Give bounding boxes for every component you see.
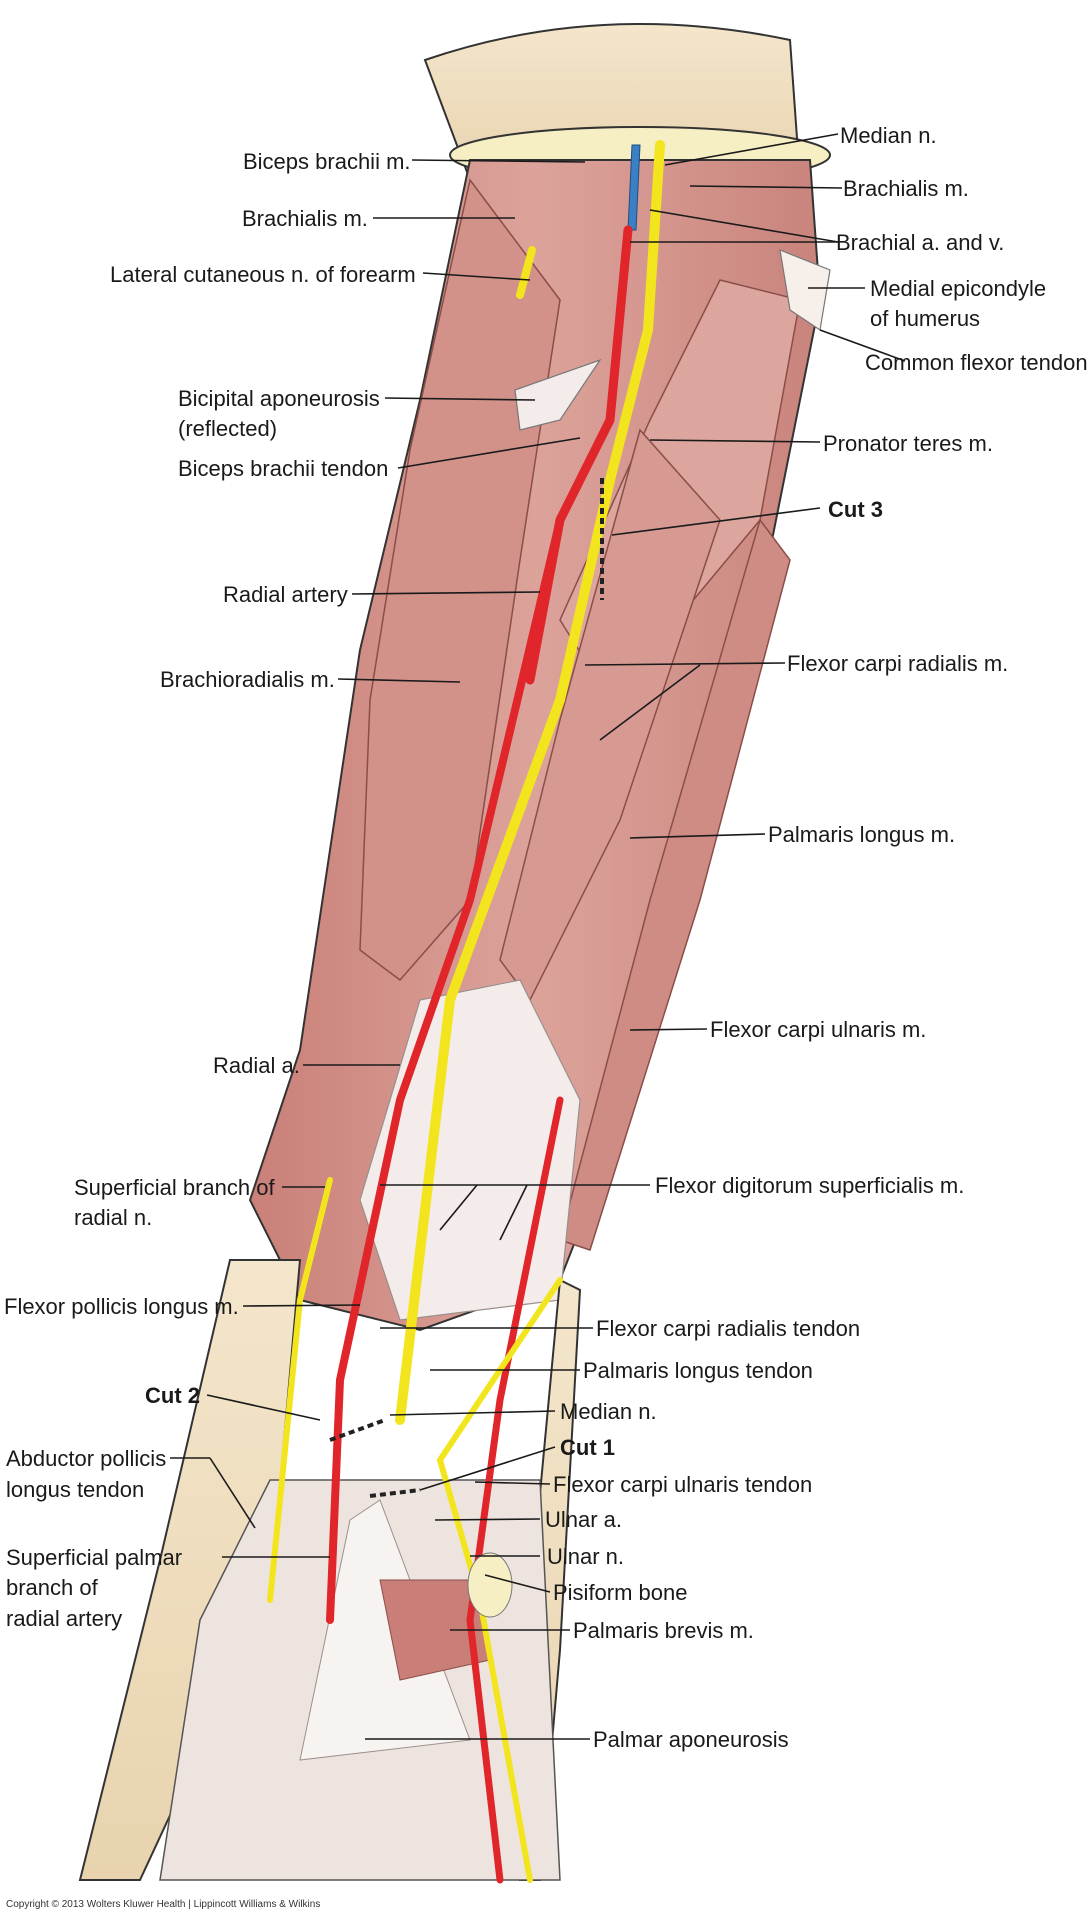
copyright-notice: Copyright © 2013 Wolters Kluwer Health |…	[6, 1899, 320, 1910]
label-medial-epicondyle-2: of humerus	[870, 306, 980, 331]
label-palmaris-longus-tendon: Palmaris longus tendon	[583, 1358, 813, 1383]
cut-1-mark	[369, 1488, 421, 1498]
palmar-aponeurosis-shape	[299, 1499, 471, 1761]
label-pronator-teres: Pronator teres m.	[823, 431, 993, 456]
label-brachial-a-v: Brachial a. and v.	[836, 230, 1004, 255]
superficial-radial-nerve	[267, 1177, 333, 1603]
bicipital-aponeurosis	[514, 358, 602, 431]
label-brachioradialis: Brachioradialis m.	[160, 667, 335, 692]
label-pisiform: Pisiform bone	[553, 1580, 688, 1605]
label-palmaris-brevis: Palmaris brevis m.	[573, 1618, 754, 1643]
label-spb-1: Superficial palmar	[6, 1545, 182, 1570]
label-ulnar-a: Ulnar a.	[545, 1507, 622, 1532]
label-fpl: Flexor pollicis longus m.	[4, 1294, 239, 1319]
label-radial-a: Radial a.	[213, 1053, 300, 1078]
label-flexor-carpi-radialis-m: Flexor carpi radialis m.	[787, 651, 1008, 676]
label-common-flexor-tendon: Common flexor tendon	[865, 350, 1088, 375]
label-spb-2: branch of	[6, 1575, 99, 1600]
label-cut-3: Cut 3	[828, 497, 883, 522]
brachial-vein	[627, 144, 641, 231]
label-biceps-brachii-m: Biceps brachii m.	[243, 149, 411, 174]
label-medial-epicondyle-1: Medial epicondyle	[870, 276, 1046, 301]
label-fcr-tendon: Flexor carpi radialis tendon	[596, 1316, 860, 1341]
label-brachialis-m-right: Brachialis m.	[843, 176, 969, 201]
pisiform-shape	[467, 1552, 513, 1618]
leader-lines	[170, 133, 906, 1740]
label-bicipital-aponeurosis-1: Bicipital aponeurosis	[178, 386, 380, 411]
median-nerve-vessel	[395, 140, 665, 1425]
label-apl-2: longus tendon	[6, 1477, 144, 1502]
wrist-skin-left	[78, 1259, 302, 1881]
flexor-carpi-ulnaris-muscle	[559, 518, 791, 1251]
label-ulnar-n: Ulnar n.	[547, 1544, 624, 1569]
label-apl-1: Abductor pollicis	[6, 1446, 166, 1471]
label-biceps-tendon: Biceps brachii tendon	[178, 456, 388, 481]
label-fcu-tendon: Flexor carpi ulnaris tendon	[553, 1472, 812, 1497]
label-palmar-aponeurosis: Palmar aponeurosis	[593, 1727, 789, 1752]
label-median-n-top: Median n.	[840, 123, 937, 148]
ulnar-artery-vessel	[466, 1096, 564, 1884]
label-brachialis-m-left: Brachialis m.	[242, 206, 368, 231]
lateral-cutaneous-nerve	[516, 246, 536, 299]
label-superficial-branch-2: radial n.	[74, 1205, 152, 1230]
label-cut-2: Cut 2	[145, 1383, 200, 1408]
label-median-n-bottom: Median n.	[560, 1399, 657, 1424]
label-palmaris-longus-m: Palmaris longus m.	[768, 822, 955, 847]
label-superficial-branch-1: Superficial branch of	[74, 1175, 275, 1200]
label-lateral-cutaneous: Lateral cutaneous n. of forearm	[110, 262, 416, 287]
label-spb-3: radial artery	[6, 1606, 122, 1631]
label-radial-artery: Radial artery	[223, 582, 348, 607]
label-fds: Flexor digitorum superficialis m.	[655, 1173, 964, 1198]
label-flexor-carpi-ulnaris-m: Flexor carpi ulnaris m.	[710, 1017, 926, 1042]
label-cut-1: Cut 1	[560, 1435, 615, 1460]
radial-artery-vessel	[326, 516, 564, 1624]
label-bicipital-aponeurosis-2: (reflected)	[178, 416, 277, 441]
